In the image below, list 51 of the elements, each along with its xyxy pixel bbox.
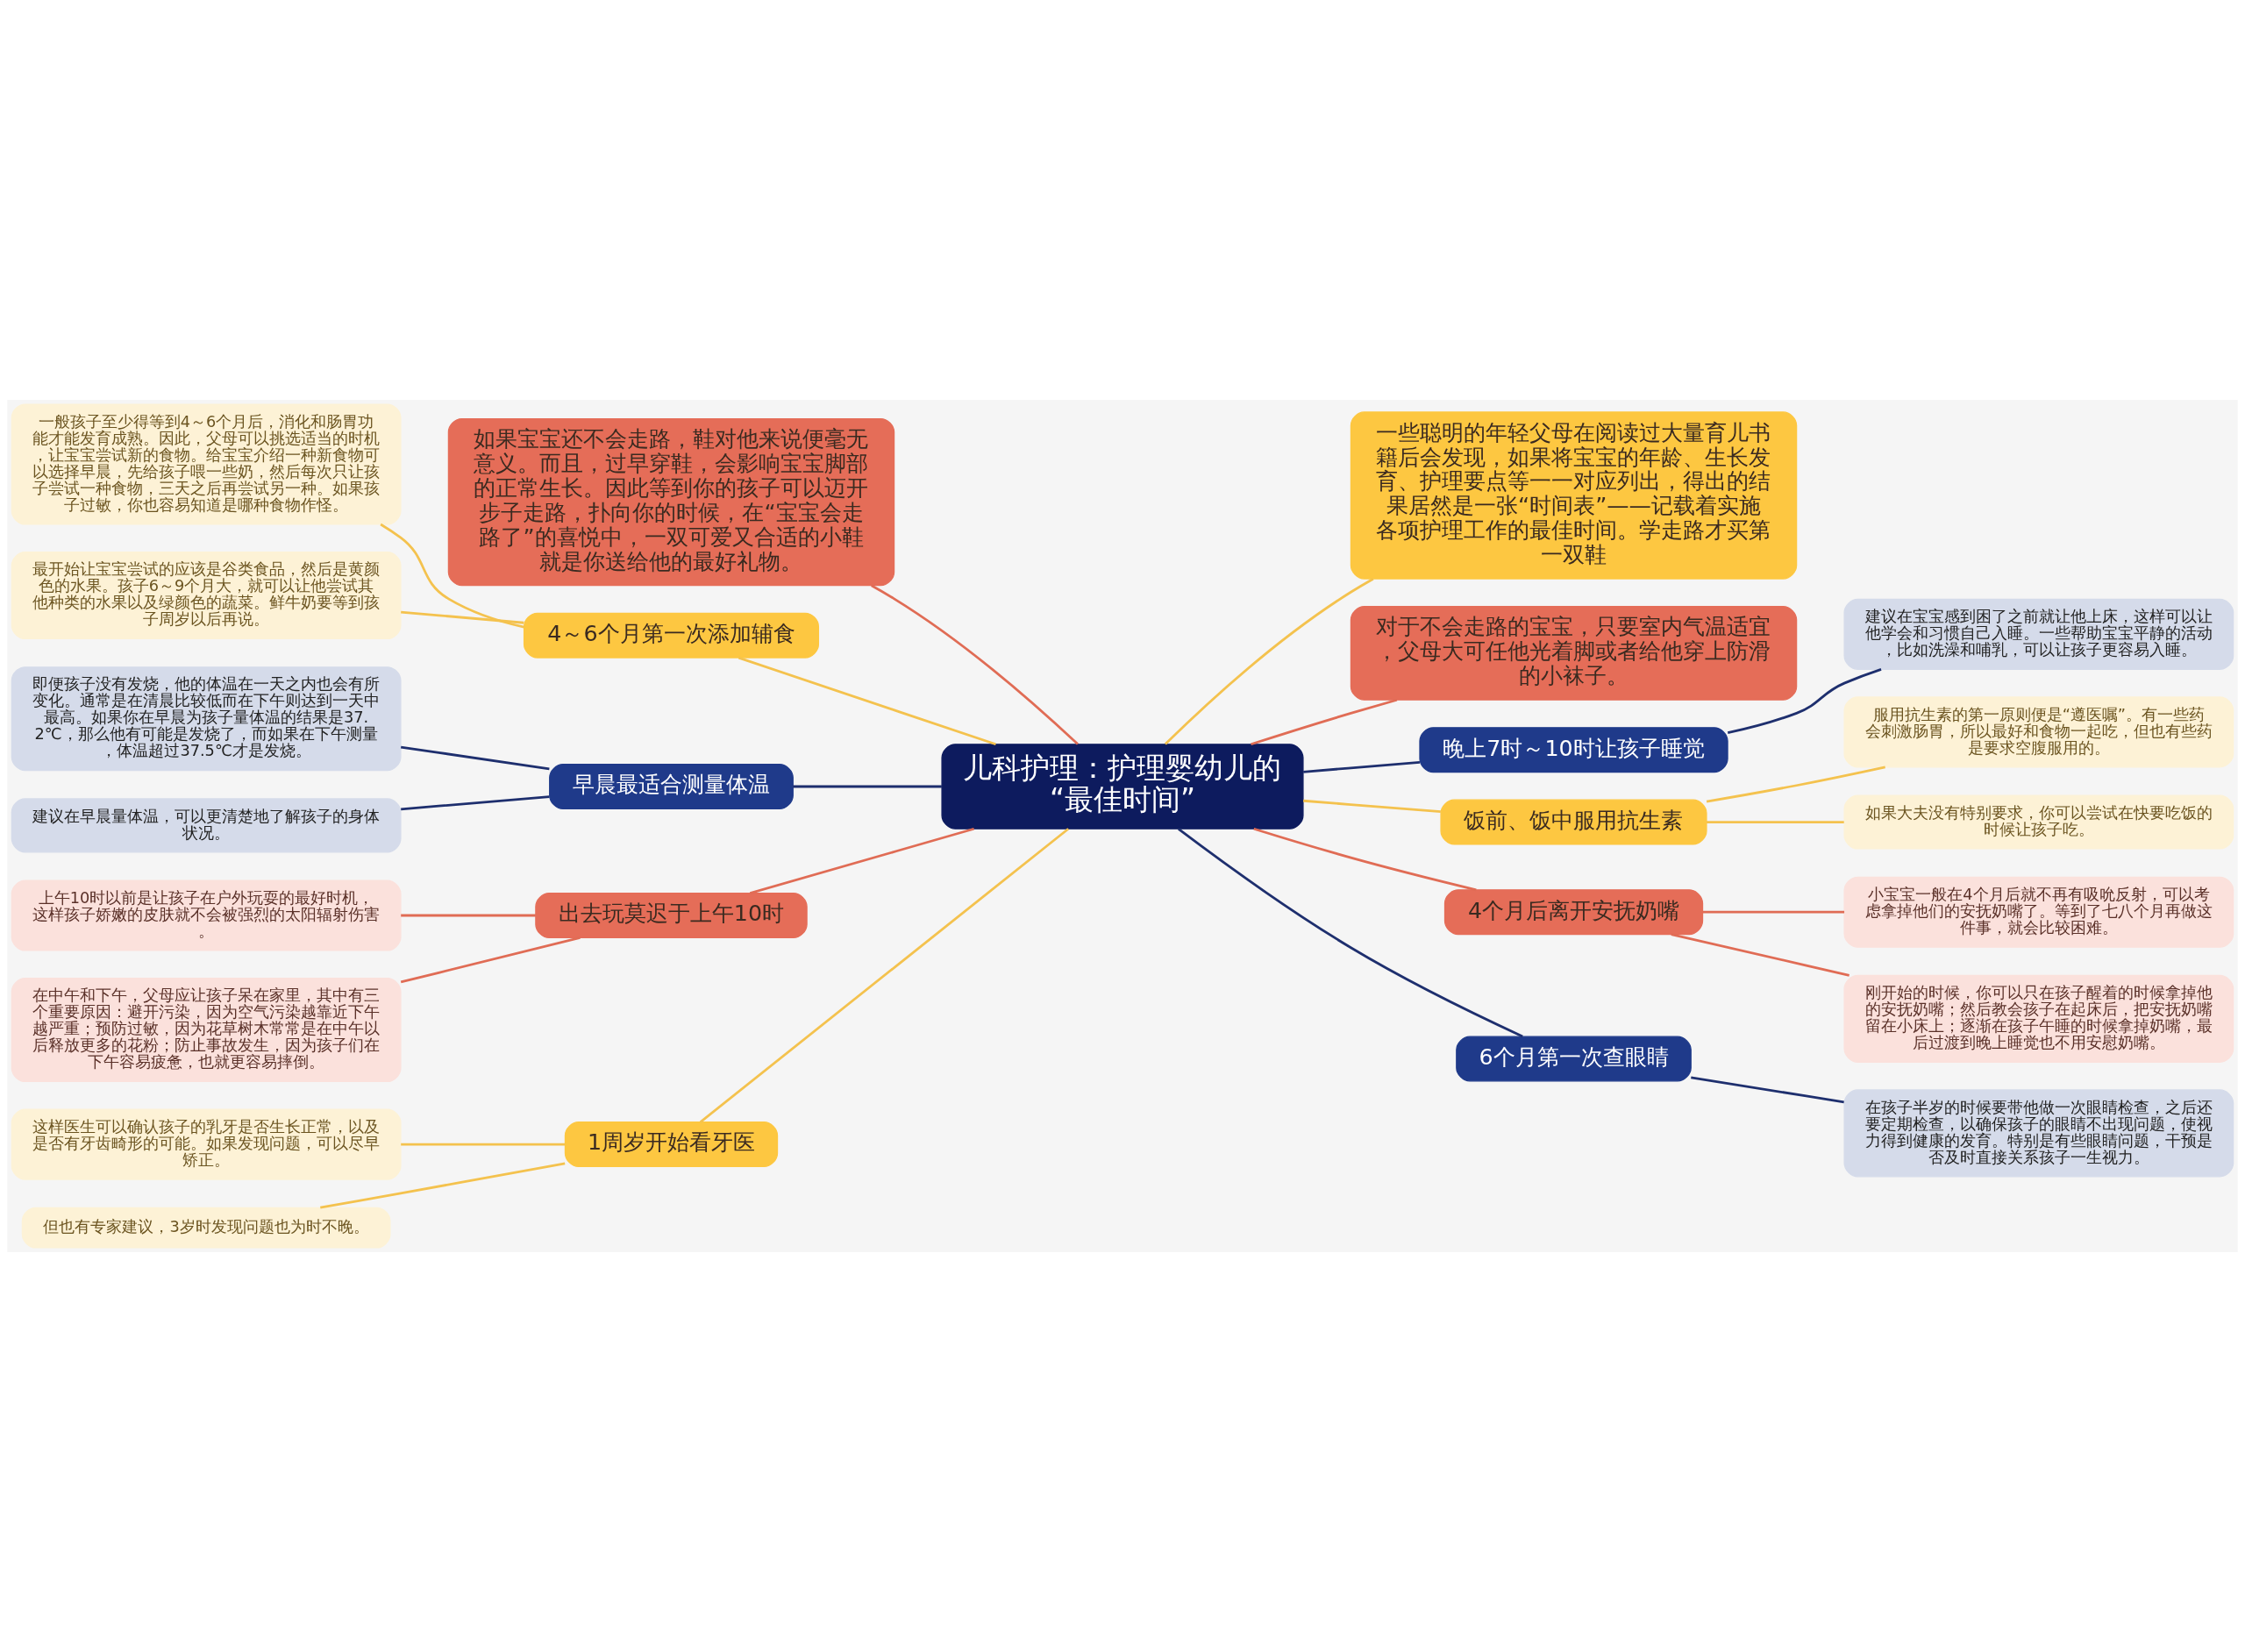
node-box: 一些聪明的年轻父母在阅读过大量育儿书籍后会发现，如果将宝宝的年龄、生长发育、护理要点等一一对应列出，得出的结果居然是一张“时间表”——记载着实施各项护理工作的最佳时间。学走路才买第一双鞋 [1350,411,1798,580]
node-box: 晚上7时～10时让孩子睡觉 [1419,727,1728,773]
connector [1164,577,1374,745]
node-box: 在孩子半岁的时候要带他做一次眼睛检查，之后还要定期检查，以确保孩子的眼睛不出现问题，使视力得到健康的发育。特别是有些眼睛问题，干预是否及时直接关系孩子一生视力。 [1843,1089,2234,1178]
node-box: 4个月后离开安抚奶嘴 [1443,889,1704,936]
node-box: 如果大夫没有特别要求，你可以尝试在快要吃饭的时候让孩子吃。 [1843,794,2234,850]
connector [1178,828,1523,1038]
node-box: 小宝宝一般在4个月后就不再有吸吮反射，可以考虑拿掉他们的安抚奶嘴了。等到了七八个月再做这件事，就会比较困难。 [1843,876,2234,948]
node-box: 6个月第一次查眼睛 [1456,1036,1692,1082]
connector [1671,933,1849,977]
connector [401,914,536,917]
connector [1706,765,1885,803]
connector [400,936,581,984]
connector [871,584,1079,745]
node-box: 一般孩子至少得等到4～6个月后，消化和肠胃功能才能发育成熟。因此，父母可以挑选适当的时机，让宝宝尝试新的食物。给宝宝介绍一种新食物可以选择早晨，先给孩子喂一些奶，然后每次只让孩子尝试一种食物，三天之后再尝试另一种。如果孩子过敏，你也容易知道是哪种食物作怪。 [11,403,402,525]
node-box: 这样医生可以确认孩子的乳牙是否生长正常，以及是否有牙齿畸形的可能。如果发现问题，可以尽早矫正。 [11,1108,402,1180]
node-box: 对于不会走路的宝宝，只要室内气温适宜，父母大可任他光着脚或者给他穿上防滑的小袜子。 [1350,606,1798,701]
connector [320,1162,566,1209]
node-box: 建议在宝宝感到困了之前就让他上床，这样可以让他学会和习惯自己入睡。一些帮助宝宝平静的活动，比如洗澡和哺乳，可以让孩子更容易入睡。 [1843,598,2234,670]
connector [699,828,1070,1123]
connector [380,523,524,629]
node-box: 最开始让宝宝尝试的应该是谷类食品，然后是黄颜色的水果。孩子6～9个月大，就可以让他尝试其他种类的水果以及绿颜色的蔬菜。鲜牛奶要等到孩子周岁以后再说。 [11,552,402,640]
connector [1303,799,1441,814]
node-box: 刚开始的时候，你可以只在孩子醒着的时候拿掉他的安抚奶嘴；然后教会孩子在起床后，把安抚奶嘴留在小床上；逐渐在孩子午睡的时候拿掉奶嘴，最后过渡到晚上睡觉也不用安慰奶嘴。 [1843,974,2234,1063]
node-box: 1周岁开始看牙医 [564,1122,779,1168]
node-box: 早晨最适合测量体温 [549,764,794,809]
node-box: 上午10时以前是让孩子在户外玩耍的最好时机，这样孩子娇嫩的皮肤就不会被强烈的太阳辐射伤害。 [11,879,402,951]
node-box: 建议在早晨量体温，可以更清楚地了解孩子的身体状况。 [11,798,402,853]
connector [1253,827,1477,892]
node-box: 但也有专家建议，3岁时发现问题也为时不晚。 [21,1207,391,1249]
node-box: 如果宝宝还不会走路，鞋对他来说便毫无意义。而且，过早穿鞋，会影响宝宝脚部的正常生长。因此等到你的孩子可以迈开步子走路，扑向你的时候，在“宝宝会走路了”的喜悦中，一双可爱又合适的小鞋就是你送给他的最好礼物。 [447,417,895,587]
node-box: 儿科护理：护理婴幼儿的“最佳时间” [941,744,1304,830]
connector [1251,698,1398,746]
node-box: 出去玩莫迟于上午10时 [535,893,808,938]
connector [1702,910,1845,914]
node-box: 即便孩子没有发烧，他的体温在一天之内也会有所变化。通常是在清晨比较低而在下午则达到一天中最高。如果你在早晨为孩子量体温的结果是37.2℃，那么他有可能是发烧了，而如果在下午测量，体温超过37.5℃才是发烧。 [11,666,402,772]
node-box: 服用抗生素的第一原则便是“遵医嘱”。有一些药会刺激肠胃，所以最好和食物一起吃，但也有些药是要求空腹服用的。 [1843,696,2234,768]
connector [401,745,550,771]
connector [1707,821,1844,823]
connector [793,785,942,788]
connector [738,656,996,746]
node-box: 4～6个月第一次添加辅食 [523,612,820,659]
connector [749,827,974,894]
connector [1691,1076,1844,1104]
connector [401,1143,566,1146]
connector [1303,761,1421,773]
node-box: 在中午和下午，父母应让孩子呆在家里，其中有三个重要原因：避开污染，因为空气污染越靠近下午越严重；预防过敏，因为花草树木常常是在中午以后释放更多的花粉；防止事故发生，因为孩子们在下午容易疲惫，也就更容易摔倒。 [11,978,402,1083]
node-box: 饭前、饭中服用抗生素 [1440,799,1707,845]
connector [401,795,550,811]
connector [401,610,524,624]
connector [1727,668,1882,735]
